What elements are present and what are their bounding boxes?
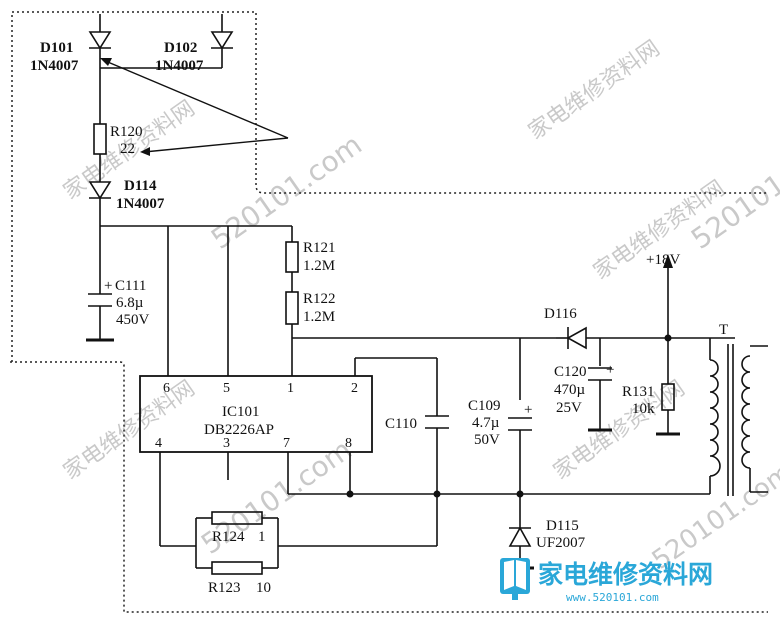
r122-ref: R122 [303, 291, 336, 307]
d116-ref: D116 [544, 306, 577, 322]
d102-value: 1N4007 [155, 58, 204, 74]
r124-ref: R124 [212, 529, 245, 545]
c111-value: 6.8µ [116, 295, 144, 311]
resistor-r121 [285, 241, 299, 273]
r123-value: 10 [256, 580, 271, 596]
watermark-text: 家电维修资料网 [524, 36, 665, 145]
resistor-r131 [661, 383, 675, 411]
ic101-pin6: 6 [163, 381, 170, 396]
c111-ref: C111 [115, 278, 146, 294]
rail-18v-label: +18V [646, 252, 680, 268]
r124-value: 1 [258, 529, 266, 545]
c120-value: 470µ [554, 382, 586, 398]
resistor-r124 [211, 511, 263, 525]
ic101-pin8: 8 [345, 436, 352, 451]
d102-ref: D102 [164, 40, 197, 56]
resistor-r120 [93, 123, 107, 155]
capacitor-c110 [425, 415, 449, 429]
open-book-icon [500, 558, 530, 600]
c109-value: 4.7µ [472, 415, 500, 431]
d115-ref: D115 [546, 518, 579, 534]
c120-polarity: + [606, 362, 614, 378]
d101-value: 1N4007 [30, 58, 79, 74]
d115-value: UF2007 [536, 535, 586, 551]
r131-value: 10k [632, 401, 655, 417]
r123-ref: R123 [208, 580, 241, 596]
diode-d114 [88, 181, 112, 200]
c111-voltage: 450V [116, 312, 150, 328]
ic101-pin5: 5 [223, 381, 230, 396]
transformer-ref: T [719, 322, 728, 338]
r121-ref: R121 [303, 240, 336, 256]
logo-text: 家电维修资料网 [538, 560, 713, 589]
c111-polarity: + [104, 278, 112, 294]
transformer-t [709, 344, 768, 496]
watermark-text: 家电维修资料网 [59, 376, 200, 485]
r121-value: 1.2M [303, 258, 335, 274]
c109-ref: C109 [468, 398, 501, 414]
isolation-boundary [10, 11, 768, 613]
ic101-pin4: 4 [155, 436, 162, 451]
ic101-pin3: 3 [223, 436, 230, 451]
r120-value: 22 [120, 141, 135, 157]
logo-url: www.520101.com [566, 591, 659, 604]
ic-ic101 [139, 375, 373, 453]
diode-d101 [88, 31, 112, 50]
watermark-text: 520101.com [205, 128, 368, 256]
ic101-ref: IC101 [222, 404, 260, 420]
site-logo: 家电维修资料网 www.520101.com [500, 558, 713, 604]
ic101-part: DB2226AP [204, 422, 274, 438]
ic101-pin2: 2 [351, 381, 358, 396]
ic101-pin7: 7 [283, 436, 290, 451]
capacitor-c109 [508, 417, 532, 431]
d114-ref: D114 [124, 178, 157, 194]
ic101-pin1: 1 [287, 381, 294, 396]
resistor-r122 [285, 291, 299, 325]
r122-value: 1.2M [303, 309, 335, 325]
c109-polarity: + [524, 402, 532, 418]
capacitor-c111 [88, 293, 112, 307]
c109-voltage: 50V [474, 432, 500, 448]
d101-ref: D101 [40, 40, 73, 56]
d114-value: 1N4007 [116, 196, 165, 212]
resistor-r123 [211, 561, 263, 575]
r120-ref: R120 [110, 124, 143, 140]
r131-ref: R131 [622, 384, 655, 400]
diode-d102 [210, 31, 234, 50]
capacitor-c120 [588, 367, 612, 381]
c120-voltage: 25V [556, 400, 582, 416]
c110-ref: C110 [385, 416, 417, 432]
diode-d115 [508, 524, 532, 547]
c120-ref: C120 [554, 364, 587, 380]
diode-d116 [556, 326, 587, 350]
